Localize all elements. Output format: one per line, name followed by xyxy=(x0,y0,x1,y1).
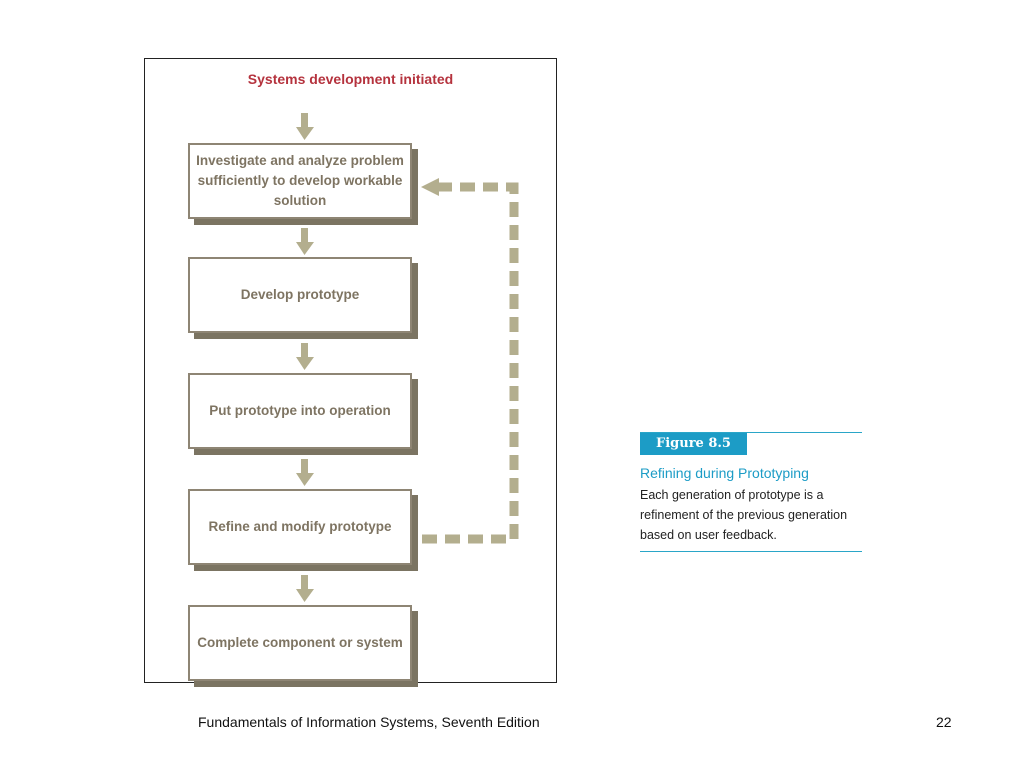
flow-arrow-icon xyxy=(296,459,314,486)
figure-caption: Figure 8.5 Refining during Prototyping E… xyxy=(640,432,862,552)
flow-arrow-icon xyxy=(296,228,314,255)
step-investigate: Investigate and analyze problem sufficie… xyxy=(188,143,412,219)
step-complete: Complete component or system xyxy=(188,605,412,681)
feedback-loop-arrow xyxy=(421,178,519,544)
step-put-into-operation: Put prototype into operation xyxy=(188,373,412,449)
flow-arrow-icon xyxy=(296,343,314,370)
caption-title: Refining during Prototyping xyxy=(640,465,809,481)
caption-text: Each generation of prototype is a refine… xyxy=(640,488,848,542)
flow-arrow-icon xyxy=(296,575,314,602)
flowchart-figure: Systems development initiated Investigat… xyxy=(144,58,557,683)
page-number: 22 xyxy=(936,714,952,730)
step-develop-prototype: Develop prototype xyxy=(188,257,412,333)
flow-arrow-icon xyxy=(296,113,314,140)
footer-book-title: Fundamentals of Information Systems, Sev… xyxy=(198,714,540,730)
start-label: Systems development initiated xyxy=(247,71,454,87)
figure-label: Figure 8.5 xyxy=(640,433,747,455)
step-refine-modify: Refine and modify prototype xyxy=(188,489,412,565)
